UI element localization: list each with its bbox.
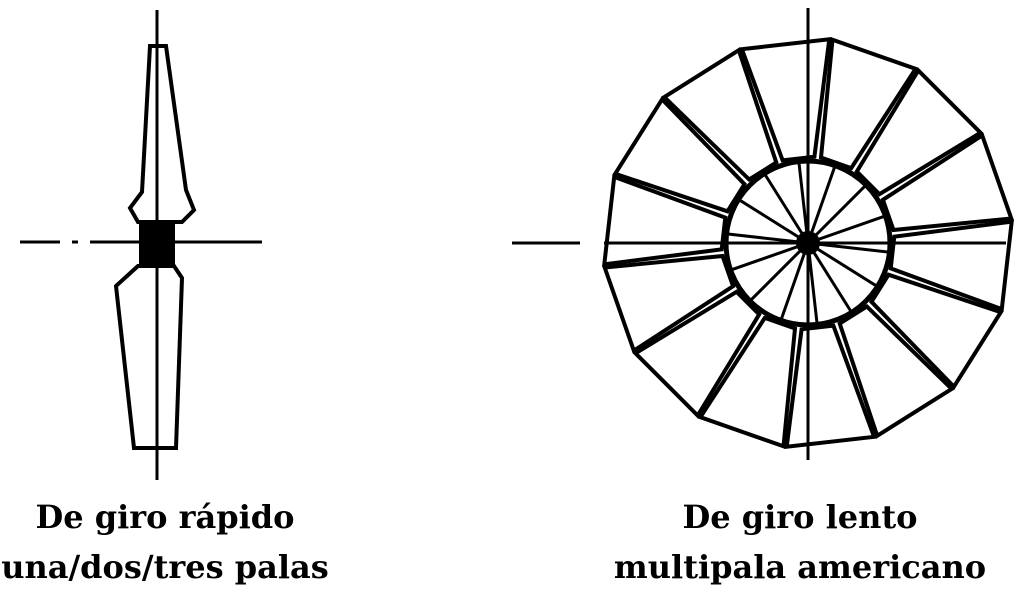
spoke [806, 162, 838, 244]
spoke [723, 232, 809, 245]
multi-blade [697, 315, 798, 450]
two-blade-turbine [20, 10, 262, 480]
spoke [727, 241, 809, 273]
multi-blade [837, 303, 955, 439]
multi-blade [601, 253, 736, 354]
multi-blade [818, 36, 919, 171]
caption-slow-line1: De giro lento [682, 498, 918, 536]
spokes [723, 158, 893, 328]
upper-blade [127, 44, 197, 224]
multi-blade [632, 289, 762, 419]
spoke [807, 213, 889, 245]
left-hub [139, 220, 175, 268]
spoke [806, 242, 819, 328]
spoke [778, 242, 810, 324]
caption-fast-line1: De giro rápido [35, 498, 295, 536]
spoke [746, 241, 810, 305]
caption-slow-line2: multipala americano [613, 548, 987, 586]
multi-blade [854, 67, 984, 197]
spoke [806, 181, 870, 245]
spoke [806, 242, 855, 316]
caption-fast-rotation: De giro rápido una/dos/tres palas [0, 492, 330, 592]
lower-blade [113, 264, 185, 450]
multi-blade-turbine [512, 8, 1015, 460]
spoke [761, 170, 810, 244]
spoke [807, 241, 881, 290]
multi-blade [612, 96, 748, 214]
multi-blade [661, 47, 779, 183]
multi-blade [880, 132, 1015, 233]
spoke [735, 196, 809, 245]
caption-fast-line2: una/dos/tres palas [1, 548, 329, 586]
right-center-hub [796, 231, 820, 255]
spoke [797, 158, 810, 244]
multi-blade [868, 272, 1004, 390]
spoke [807, 241, 893, 254]
caption-slow-rotation: De giro lento multipala americano [560, 492, 1019, 592]
